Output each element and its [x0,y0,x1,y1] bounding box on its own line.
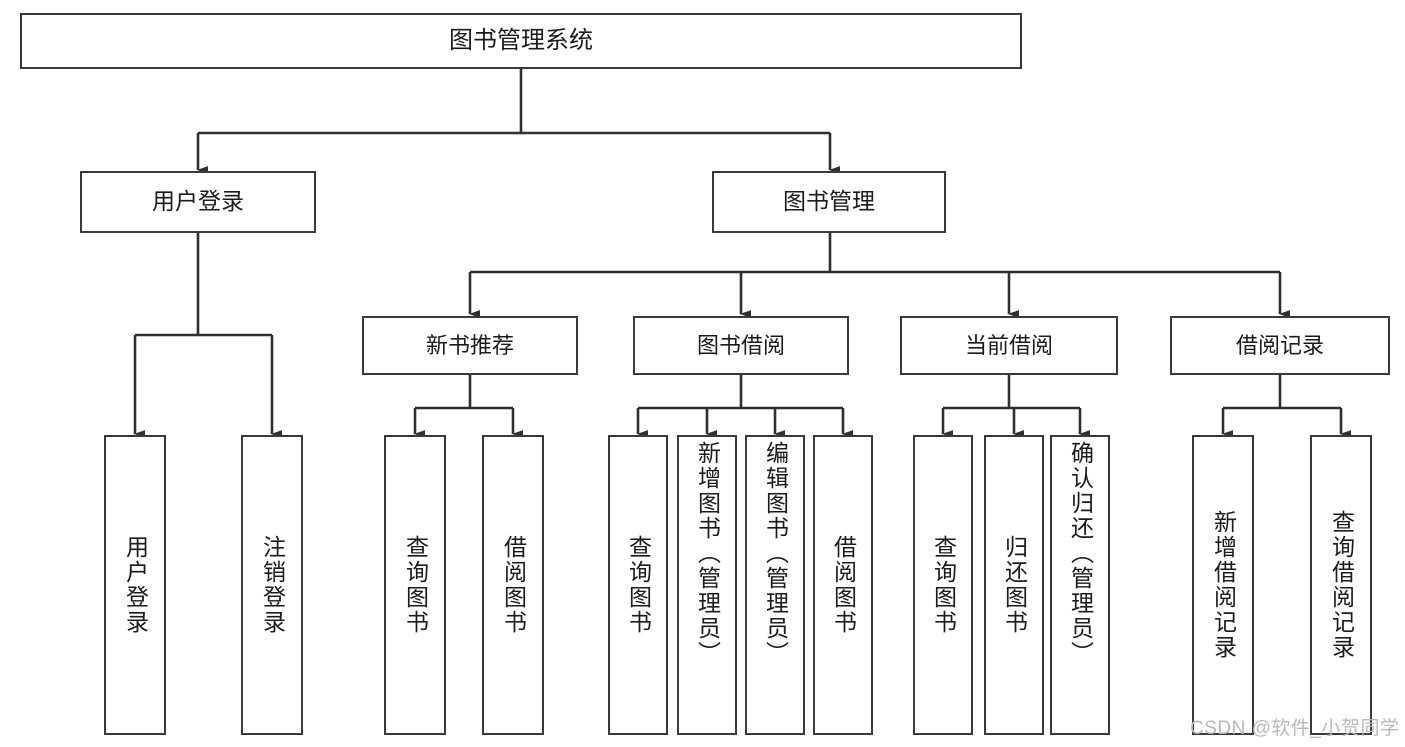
new-book-recommend-to-leaves-connectors [413,375,523,438]
node-level2-user-login[interactable]: 用户登录 [80,171,316,233]
node-leaf-query-books-recommend[interactable]: 查询图书 [384,435,446,735]
current-borrow-to-leaves-connectors [941,375,1090,438]
node-level3-new-book-recommendation[interactable]: 新书推荐 [362,316,578,375]
node-leaf-query-books-borrowing[interactable]: 查询图书 [608,435,668,735]
node-level3-book-borrowing-label: 图书借阅 [696,332,785,358]
node-leaf-borrow-books-recommend-label: 借阅图书 [500,535,527,635]
node-level3-current-borrowing-label: 当前借阅 [964,332,1053,358]
node-leaf-confirm-return-admin[interactable]: 确认归还（管理员） [1050,435,1110,735]
user-login-to-leaves-connectors [133,233,282,438]
node-level2-book-management[interactable]: 图书管理 [712,171,946,233]
node-leaf-logout[interactable]: 注销登录 [241,435,303,735]
borrow-record-to-leaves-connectors [1221,375,1351,438]
node-root-book-management-system[interactable]: 图书管理系统 [20,13,1022,69]
node-leaf-borrow-books-label: 借阅图书 [830,535,857,635]
node-leaf-user-login[interactable]: 用户登录 [104,435,166,735]
node-level3-book-borrowing[interactable]: 图书借阅 [633,316,849,375]
node-leaf-edit-book-admin[interactable]: 编辑图书（管理员） [745,435,805,735]
node-level3-current-borrowing[interactable]: 当前借阅 [900,316,1118,375]
node-level2-book-management-label: 图书管理 [783,188,875,215]
node-leaf-query-books-current[interactable]: 查询图书 [913,435,973,735]
node-leaf-query-books-borrowing-label: 查询图书 [625,535,652,635]
node-level3-borrowing-records[interactable]: 借阅记录 [1170,316,1390,375]
node-leaf-logout-label: 注销登录 [259,535,286,635]
node-leaf-borrow-books[interactable]: 借阅图书 [813,435,873,735]
node-level3-new-book-recommendation-label: 新书推荐 [425,332,514,358]
node-level3-borrowing-records-label: 借阅记录 [1235,332,1324,358]
node-leaf-query-borrowing-record-label: 查询借阅记录 [1328,510,1355,660]
node-leaf-add-borrowing-record-label: 新增借阅记录 [1210,510,1237,660]
node-leaf-borrow-books-recommend[interactable]: 借阅图书 [482,435,544,735]
node-level2-user-login-label: 用户登录 [152,188,244,215]
node-leaf-user-login-label: 用户登录 [122,535,149,635]
node-leaf-edit-book-admin-label: 编辑图书（管理员） [762,441,789,666]
node-leaf-confirm-return-admin-label: 确认归还（管理员） [1067,441,1094,666]
node-leaf-return-books-label: 归还图书 [1001,535,1028,635]
node-leaf-add-borrowing-record[interactable]: 新增借阅记录 [1192,435,1254,735]
node-leaf-query-books-current-label: 查询图书 [930,535,957,635]
node-leaf-query-books-recommend-label: 查询图书 [402,535,429,635]
book-management-to-level3-connectors [468,233,1290,318]
node-root-label: 图书管理系统 [449,26,593,54]
node-leaf-add-book-admin-label: 新增图书（管理员） [694,441,721,666]
book-borrow-to-leaves-connectors [636,375,853,438]
node-leaf-query-borrowing-record[interactable]: 查询借阅记录 [1310,435,1372,735]
node-leaf-return-books[interactable]: 归还图书 [984,435,1044,735]
root-to-level2-connectors [196,69,840,174]
node-leaf-add-book-admin[interactable]: 新增图书（管理员） [677,435,737,735]
